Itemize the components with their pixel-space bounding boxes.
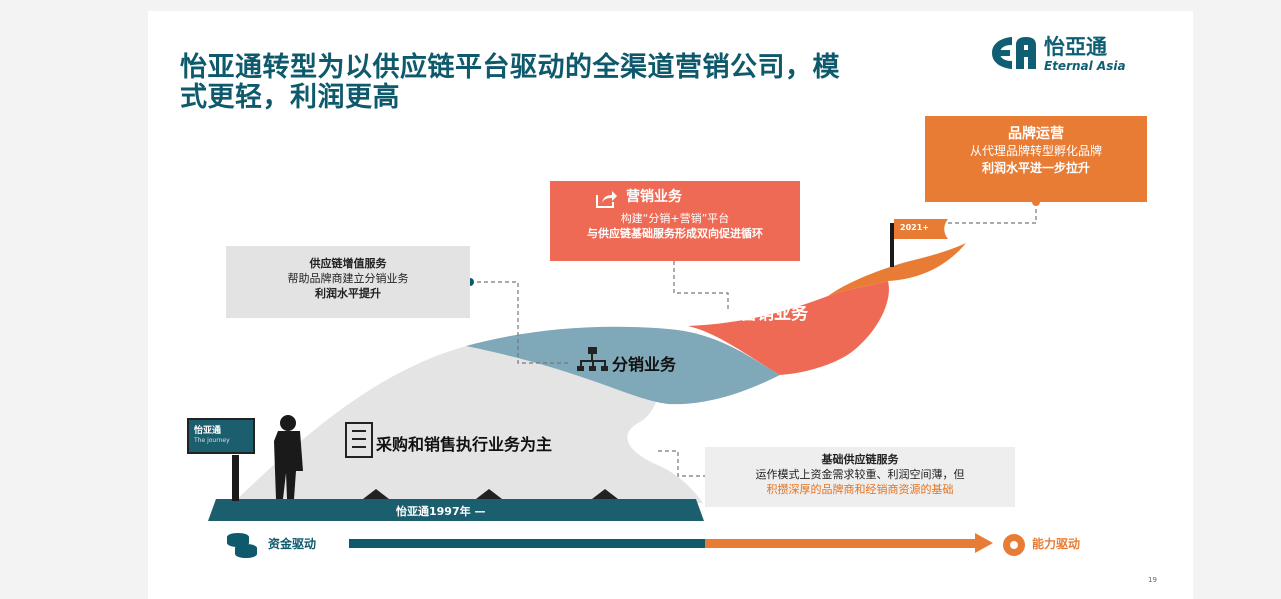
callout-line: 利润水平进一步拉升 (981, 161, 1090, 175)
connector-base (658, 450, 705, 477)
callout-line: 利润水平提升 (315, 287, 381, 300)
callout-title: 基础供应链服务 (821, 453, 899, 466)
callout-title: 供应链增值服务 (309, 257, 387, 270)
logo-chinese: 怡亞通 (1044, 35, 1107, 59)
axis-capability (705, 539, 975, 548)
person-silhouette (274, 415, 303, 499)
base-platform (208, 499, 704, 521)
stage-marketing-label: 营销业务 (740, 304, 808, 324)
callout-line: 从代理品牌转型孵化品牌 (969, 144, 1102, 158)
marketing-band (688, 281, 889, 375)
transformation-diagram (187, 198, 1040, 558)
connector-vas (470, 281, 568, 364)
callout-marketing: 营销业务 构建“分销+营销”平台 与供应链基础服务形成双向促进循环 (550, 181, 800, 261)
signpost (187, 418, 255, 501)
callout-brand-ops: 品牌运营 从代理品牌转型孵化品牌 利润水平进一步拉升 (925, 116, 1147, 202)
axis-funding (349, 539, 705, 548)
stage-distribution-label: 分销业务 (612, 355, 677, 374)
callout-line: 构建“分销+营销”平台 (620, 212, 730, 225)
procurement-hill (233, 338, 703, 503)
share-icon (596, 191, 617, 208)
callout-line: 运作模式上资金需求较重、利润空间薄，但 (755, 468, 965, 481)
connector-brand (948, 202, 1037, 224)
sign-subtext: The journey (194, 437, 230, 444)
brand-band (828, 243, 966, 296)
arrow-head (975, 533, 993, 553)
callout-line: 与供应链基础服务形成双向促进循环 (587, 227, 763, 240)
coins-icon (227, 533, 257, 558)
distribution-band (466, 326, 780, 405)
callout-title: 品牌运营 (1008, 126, 1064, 142)
peak-3 (592, 489, 618, 499)
org-chart-icon (577, 347, 608, 371)
axis-right-label: 能力驱动 (1032, 537, 1081, 551)
callout-header: 营销业务 (550, 187, 800, 211)
connector-marketing (673, 261, 729, 311)
peak-1 (363, 489, 389, 499)
stage-procurement-label: 采购和销售执行业务为主 (376, 435, 553, 454)
company-logo: 怡亞通 Eternal Asia (988, 31, 1188, 79)
callout-title: 营销业务 (626, 189, 682, 205)
flag-label: 2021+ (900, 223, 929, 232)
slide: 怡亚通转型为以供应链平台驱动的全渠道营销公司，模式更轻，利润更高 怡亞通 Ete… (148, 11, 1193, 599)
sign-text: 怡亚通 (194, 426, 222, 436)
callout-line: 积攒深厚的品牌商和经销商资源的基础 (766, 483, 954, 496)
callout-base-supply-chain: 基础供应链服务 运作模式上资金需求较重、利润空间薄，但 积攒深厚的品牌商和经销商… (705, 447, 1015, 507)
axis-left-label: 资金驱动 (268, 537, 317, 551)
page-number: 19 (1148, 576, 1157, 584)
callout-line: 帮助品牌商建立分销业务 (287, 272, 409, 285)
callout-supply-chain-vas: 供应链增值服务 帮助品牌商建立分销业务 利润水平提升 (226, 246, 470, 318)
ea-logo-icon (992, 37, 1036, 69)
base-label: 怡亚通1997年 — (396, 505, 486, 518)
checklist-icon (345, 422, 373, 458)
peak-2 (476, 489, 502, 499)
page-title: 怡亚通转型为以供应链平台驱动的全渠道营销公司，模式更轻，利润更高 (180, 52, 840, 113)
logo-english: Eternal Asia (1044, 59, 1126, 73)
flag-2021 (890, 219, 948, 267)
